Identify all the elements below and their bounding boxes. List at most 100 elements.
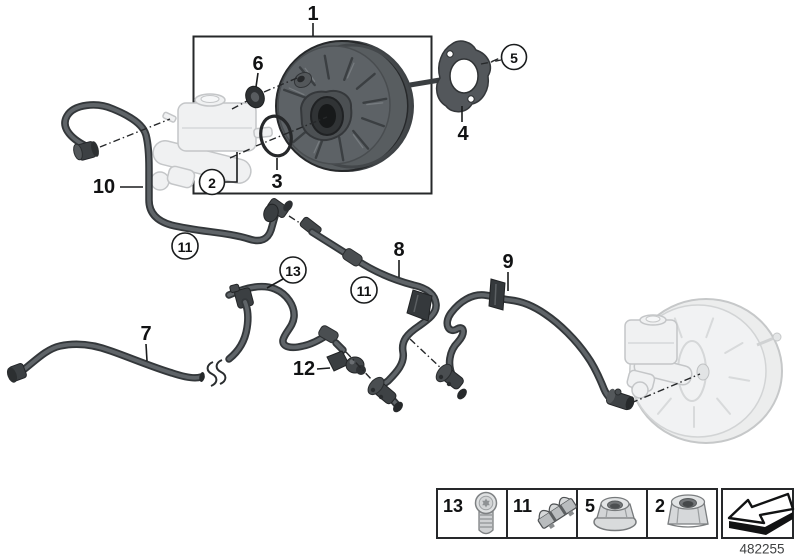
callout-8-label[interactable]: 8 — [393, 239, 404, 261]
master-cylinder-port — [166, 165, 196, 189]
callout-2-label[interactable]: 2 — [208, 175, 216, 191]
hose-7-fitting-cap — [6, 367, 18, 383]
hose-13 — [225, 282, 347, 354]
callout-12[interactable]: 12 — [293, 358, 331, 380]
hose-9-right-fitting — [605, 388, 635, 411]
break-marks — [206, 359, 227, 387]
callout-7[interactable]: 7 — [140, 323, 152, 362]
ref-mc-flange — [631, 381, 649, 399]
gasket-4 — [435, 40, 492, 113]
gasket-bolt-hole — [467, 95, 475, 103]
callout-9[interactable]: 9 — [502, 251, 514, 291]
hose-9-left-fitting — [435, 363, 467, 400]
pipe-10-fitting-collar — [91, 141, 99, 157]
callout-11a[interactable]: 11 — [171, 232, 199, 260]
ref-reservoir-cap-top — [645, 315, 661, 323]
callout-4-label[interactable]: 4 — [457, 123, 469, 145]
callout-11a-circle[interactable] — [171, 232, 199, 260]
callout-9-label[interactable]: 9 — [502, 251, 513, 273]
callout-13-label[interactable]: 13 — [285, 263, 301, 279]
flange-nut-icon — [593, 496, 637, 532]
gasket-bore — [449, 58, 479, 94]
pipe-10-fitting-cap — [73, 143, 83, 161]
assembly-axis-hub — [255, 116, 328, 147]
callout-13-circle[interactable] — [279, 256, 307, 284]
master-cylinder-end-flange — [150, 171, 170, 191]
hose-9-bracket-rib — [494, 283, 497, 306]
callout-7-leader — [145, 343, 148, 362]
hose-7 — [6, 298, 252, 387]
ref-booster-port — [696, 363, 710, 381]
callout-2[interactable]: 2 — [198, 152, 238, 196]
legend-table: 13 11 5 2 — [436, 488, 795, 539]
callout-4[interactable]: 4 — [457, 106, 469, 145]
hex-nut-icon — [667, 494, 709, 528]
drawing-number: 482255 — [739, 542, 784, 557]
callout-11b-circle[interactable] — [350, 276, 378, 304]
pipe-10-elbow-fitting — [263, 198, 293, 223]
callout-11b-label[interactable]: 11 — [357, 283, 372, 299]
callout-13[interactable]: 13 — [266, 256, 307, 289]
grommet-center — [250, 92, 260, 102]
valve-12-connect-line — [345, 351, 373, 381]
legend-cell-2[interactable] — [646, 488, 718, 539]
pipe-10-connect-line — [99, 118, 171, 148]
o-ring-3 — [259, 114, 293, 158]
pipe-clip-icon — [537, 496, 577, 530]
reservoir-stub — [253, 126, 273, 139]
callout-2-leader — [224, 152, 238, 183]
torx-screw-icon — [474, 491, 498, 535]
elbow-connect-line — [288, 215, 304, 226]
callout-3-label[interactable]: 3 — [271, 171, 282, 193]
booster-ribs — [282, 54, 388, 162]
callout-8[interactable]: 8 — [393, 239, 405, 277]
callout-1[interactable]: 1 — [307, 3, 319, 36]
callout-6[interactable]: 6 — [252, 53, 264, 88]
reservoir-cap-top — [200, 95, 220, 103]
callout-7-label[interactable]: 7 — [140, 323, 151, 345]
booster-stud-hole — [297, 75, 305, 83]
legend-number-5: 5 — [585, 496, 595, 516]
callout-11a-label[interactable]: 11 — [178, 239, 193, 255]
reference-booster — [624, 298, 783, 444]
callout-5[interactable]: 5 — [480, 43, 528, 71]
valve-12-port — [356, 365, 366, 375]
ref-reservoir — [624, 319, 678, 365]
hose-8-end-fitting — [367, 376, 403, 413]
callout-6-leader — [255, 72, 259, 88]
master-cylinder-ghost — [150, 93, 273, 191]
callout-5-label[interactable]: 5 — [510, 50, 518, 66]
callout-13-leader — [266, 278, 284, 289]
hose-9 — [435, 278, 635, 411]
ref-pushrod — [756, 336, 775, 347]
callout-1-label[interactable]: 1 — [307, 3, 318, 25]
callout-10-label[interactable]: 10 — [93, 176, 115, 198]
legend-number-13: 13 — [443, 496, 463, 516]
callout-11b[interactable]: 11 — [350, 276, 378, 304]
ref-pushrod-ball — [772, 332, 782, 342]
callout-12-leader — [316, 367, 331, 370]
hose-13-bracket-tab — [229, 283, 240, 293]
callout-5-circle[interactable] — [500, 43, 528, 71]
callout-3[interactable]: 3 — [271, 158, 283, 193]
valve-12 — [326, 350, 366, 375]
legend-number-2: 2 — [655, 496, 665, 516]
hose-13-sleeve — [318, 325, 339, 344]
hose-8-bracket — [406, 289, 433, 322]
callout-5-leader — [480, 59, 502, 65]
hose-8-bracket-rib — [413, 294, 419, 313]
booster-hub-bore — [318, 104, 336, 128]
hose-9-bracket — [488, 278, 506, 311]
reservoir — [177, 102, 257, 152]
callout-12-label[interactable]: 12 — [293, 358, 315, 380]
back-arrow-icon — [727, 492, 795, 535]
hose-8 — [299, 216, 440, 413]
assembly-axis-grommet — [231, 77, 298, 110]
hose-9-connect-line-right — [630, 373, 701, 404]
hose-8-sleeve — [342, 248, 363, 267]
callout-6-label[interactable]: 6 — [252, 53, 263, 75]
power-brake-booster — [275, 40, 453, 172]
callout-10[interactable]: 10 — [93, 176, 143, 198]
